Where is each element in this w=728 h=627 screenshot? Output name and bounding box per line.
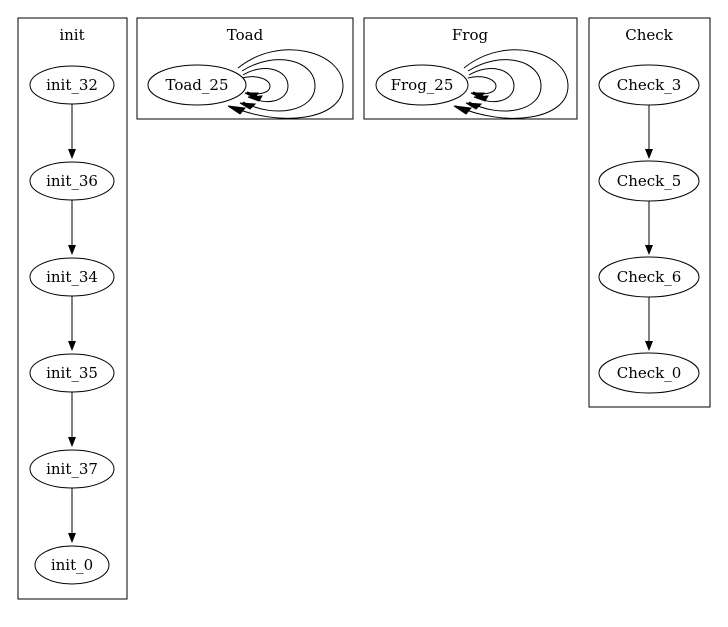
node-label: init_34 (46, 268, 98, 286)
node-label: Check_5 (617, 172, 682, 190)
node-label: Check_3 (617, 76, 682, 94)
node-init-37[interactable]: init_37 (29, 449, 115, 489)
cluster-check: Check Check_3 Check_5 Check_6 Check_0 (588, 17, 711, 408)
node-frog-25[interactable]: Frog_25 (375, 64, 469, 106)
cluster-init: init init_32 init_36 init_34 init_35 ini… (17, 17, 128, 600)
node-label: Check_0 (617, 364, 682, 382)
node-check-0[interactable]: Check_0 (598, 352, 700, 394)
node-init-0[interactable]: init_0 (34, 545, 110, 585)
cluster-init-label: init (59, 26, 84, 44)
cluster-frog-label: Frog (452, 26, 489, 44)
cluster-check-label: Check (625, 26, 673, 44)
node-init-36[interactable]: init_36 (29, 161, 115, 201)
node-init-32[interactable]: init_32 (29, 65, 115, 105)
node-check-3[interactable]: Check_3 (598, 64, 700, 106)
node-label: init_35 (46, 364, 98, 382)
node-toad-25[interactable]: Toad_25 (147, 64, 247, 106)
node-label: Frog_25 (391, 76, 454, 94)
node-label: init_0 (51, 556, 93, 574)
node-label: Toad_25 (165, 76, 228, 94)
cluster-check-frame (588, 17, 711, 408)
cluster-init-frame (17, 17, 128, 600)
self-loops-frog (453, 49, 569, 119)
node-check-5[interactable]: Check_5 (598, 160, 700, 202)
node-init-35[interactable]: init_35 (29, 353, 115, 393)
self-loops-toad (227, 49, 344, 119)
node-init-34[interactable]: init_34 (29, 257, 115, 297)
cluster-toad: Toad Toad_25 (136, 17, 354, 120)
node-label: init_37 (46, 460, 98, 478)
node-label: init_36 (46, 172, 98, 190)
cluster-frog-frame (363, 17, 578, 120)
cluster-toad-label: Toad (227, 26, 264, 44)
cluster-toad-frame (136, 17, 354, 120)
cluster-frog: Frog Frog_25 (363, 17, 578, 120)
node-label: Check_6 (617, 268, 682, 286)
node-label: init_32 (46, 76, 98, 94)
node-check-6[interactable]: Check_6 (598, 256, 700, 298)
